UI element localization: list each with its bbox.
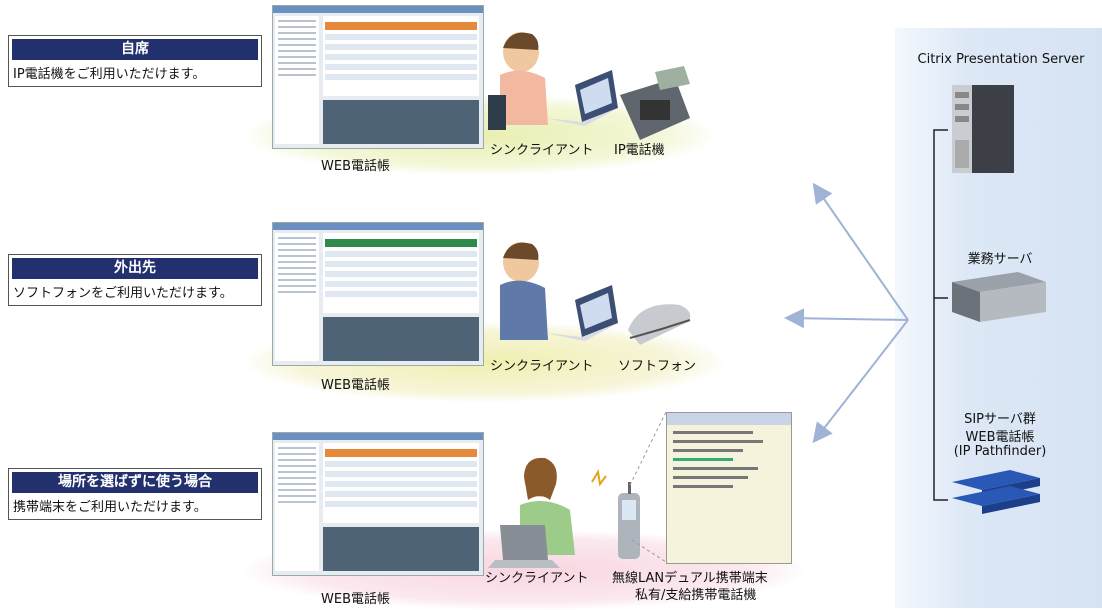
laptop-icon bbox=[488, 525, 560, 568]
mobile-device-sublabel: 私有/支給携帯電話機 bbox=[635, 588, 757, 603]
mobile-device-label: 無線LANデュアル携帯端末 bbox=[612, 571, 768, 586]
web-phonebook-screenshot bbox=[272, 432, 484, 576]
ip-phone-label: IP電話機 bbox=[614, 143, 665, 158]
signal-icon bbox=[591, 469, 607, 487]
softphone-label: ソフトフォン bbox=[618, 359, 697, 374]
business-server-icon bbox=[952, 272, 1046, 322]
arrow-to-desk bbox=[812, 182, 909, 321]
laptop-icon bbox=[545, 285, 618, 341]
scenario-desc: 携帯端末をご利用いただけます。 bbox=[13, 500, 207, 515]
web-phonebook-screenshot bbox=[272, 5, 484, 149]
scenario-title: 場所を選ばずに使う場合 bbox=[12, 472, 258, 493]
arrow-to-outside bbox=[784, 308, 909, 329]
web-phonebook-label: WEB電話帳 bbox=[321, 159, 390, 174]
person-desk-icon bbox=[488, 32, 548, 130]
laptop-icon bbox=[545, 70, 618, 126]
ip-pathfinder-label: (IP Pathfinder) bbox=[953, 444, 1047, 459]
ip-phone-icon bbox=[620, 66, 690, 140]
thin-client-label: シンクライアント bbox=[490, 359, 594, 374]
server-bracket bbox=[933, 129, 948, 501]
citrix-server-label: Citrix Presentation Server bbox=[917, 52, 1085, 67]
web-phonebook-screenshot bbox=[272, 222, 484, 366]
scenario-desc: IP電話機をご利用いただけます。 bbox=[13, 67, 206, 82]
scenario-box-outside: 外出先 ソフトフォンをご利用いただけます。 bbox=[8, 254, 262, 306]
scenario-box-anywhere: 場所を選ばずに使う場合 携帯端末をご利用いただけます。 bbox=[8, 468, 262, 520]
business-server-label: 業務サーバ bbox=[967, 252, 1033, 267]
web-phonebook-server-label: WEB電話帳 bbox=[965, 430, 1035, 445]
sip-server-icon bbox=[952, 470, 1040, 514]
mobile-screen-zoom bbox=[666, 412, 792, 564]
softphone-icon bbox=[628, 304, 691, 345]
scenario-desc: ソフトフォンをご利用いただけます。 bbox=[13, 286, 233, 301]
person-outside-icon bbox=[500, 242, 548, 340]
mobile-phone-icon bbox=[618, 482, 640, 559]
scenario-title: 自席 bbox=[12, 39, 258, 60]
sip-server-label: SIPサーバ群 bbox=[964, 412, 1036, 427]
web-phonebook-label: WEB電話帳 bbox=[321, 378, 390, 393]
web-phonebook-label: WEB電話帳 bbox=[321, 592, 390, 607]
scenario-box-desk: 自席 IP電話機をご利用いただけます。 bbox=[8, 35, 262, 87]
scenario-title: 外出先 bbox=[12, 258, 258, 279]
arrow-to-anywhere bbox=[812, 319, 909, 444]
thin-client-label: シンクライアント bbox=[490, 143, 594, 158]
thin-client-label: シンクライアント bbox=[485, 571, 589, 586]
citrix-server-icon bbox=[952, 85, 1014, 173]
zoom-lines bbox=[629, 411, 667, 563]
